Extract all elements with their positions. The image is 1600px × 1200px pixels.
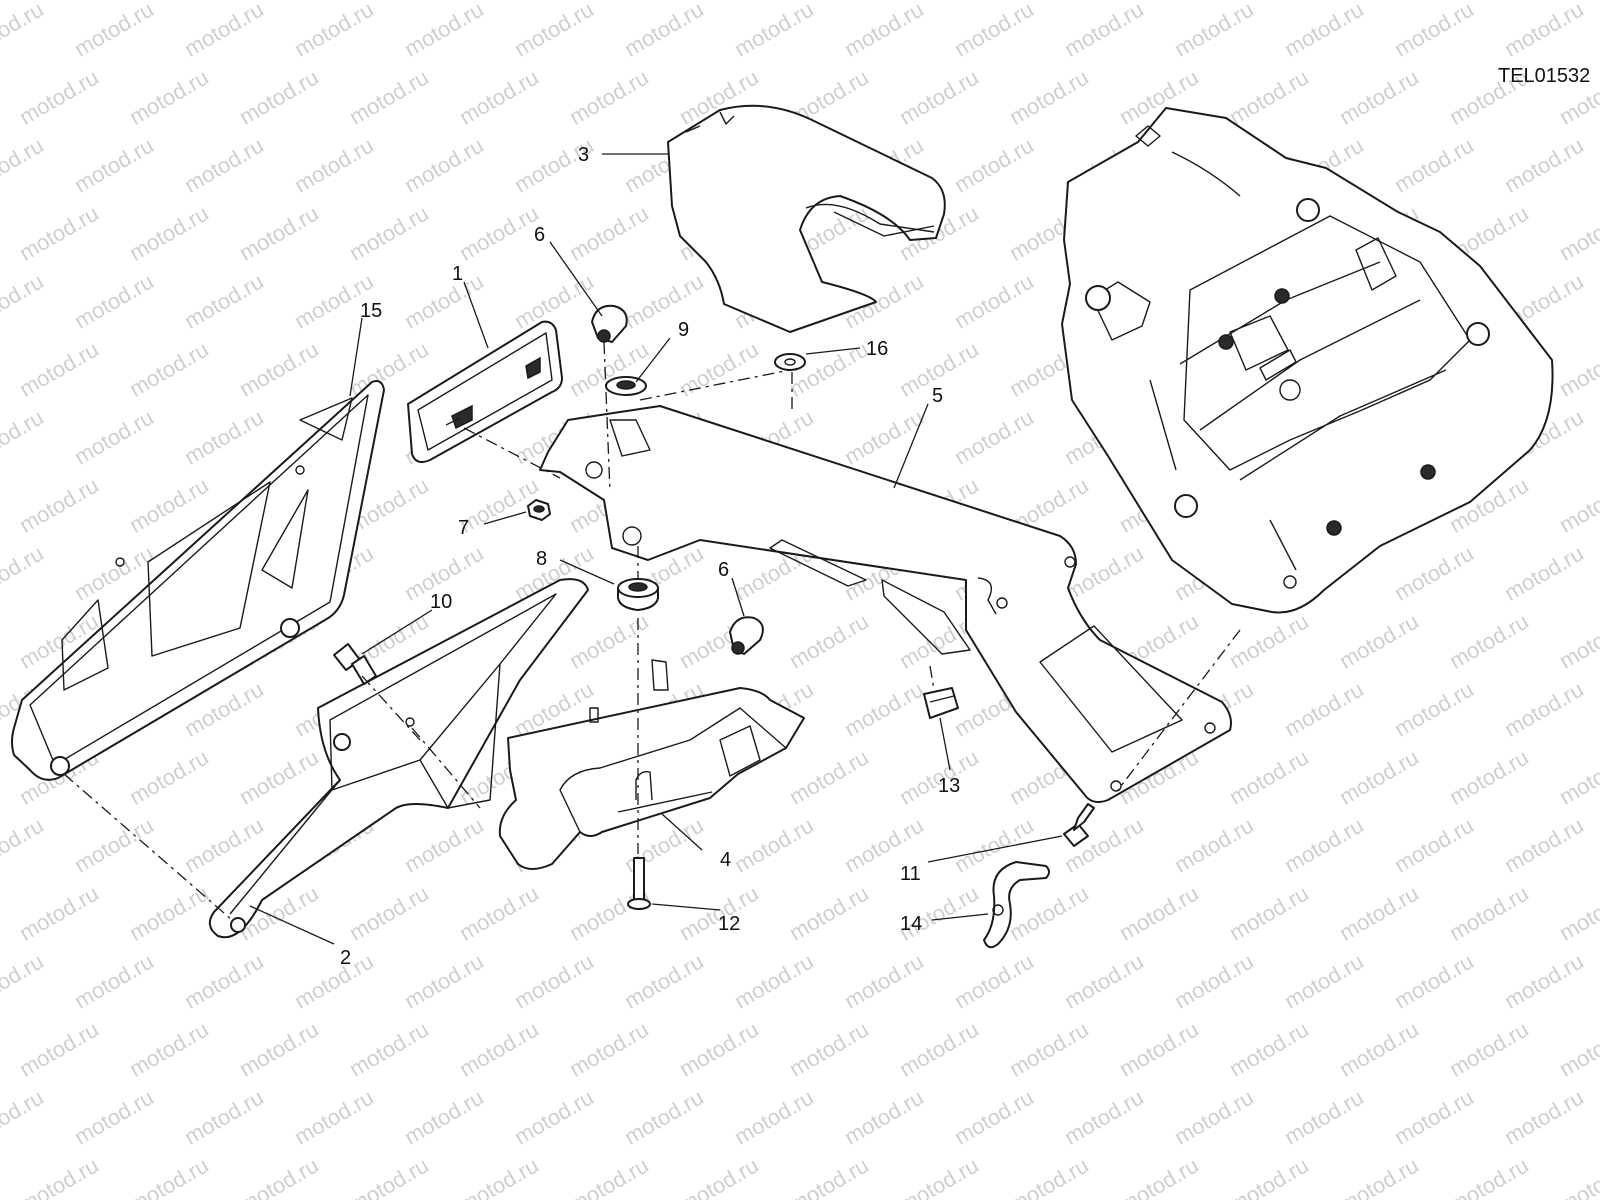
callout-9: 9 [678, 319, 689, 341]
callout-10: 10 [430, 591, 452, 613]
callout-1: 1 [452, 263, 463, 285]
part-11-screw [1063, 803, 1095, 847]
part-6-clip-nut-upper [591, 304, 628, 343]
callout-16: 16 [866, 338, 888, 360]
part-7-nut [527, 499, 551, 521]
part-15-plate-holder [11, 380, 385, 781]
leader-lines [249, 153, 1063, 945]
callout-7: 7 [458, 517, 469, 539]
part-12-screw [627, 857, 651, 910]
callout-5: 5 [932, 385, 943, 407]
part-14-cable-clamp [983, 861, 1050, 949]
assembly-lines [63, 341, 1241, 921]
callout-12: 12 [718, 913, 740, 935]
callout-6-lower: 6 [718, 559, 729, 581]
part-8-rubber-bush [617, 578, 659, 611]
callout-2: 2 [340, 947, 351, 969]
rear-frame-subassembly [1061, 107, 1554, 614]
callout-3: 3 [578, 144, 589, 166]
part-9-grommet [605, 376, 647, 396]
callout-13: 13 [938, 775, 960, 797]
part-2-plate-support-arm [208, 578, 589, 939]
drawing-code: TEL01532 [1498, 65, 1590, 87]
part-13-connector-clip [923, 687, 959, 719]
part-6-clip-nut-lower [729, 616, 764, 655]
callout-8: 8 [536, 548, 547, 570]
callout-6-upper: 6 [534, 224, 545, 246]
callout-15: 15 [360, 300, 382, 322]
part-16-washer [774, 353, 806, 371]
part-3-upper-cover [667, 104, 946, 333]
part-4-lower-tray [498, 659, 805, 870]
callout-11: 11 [900, 863, 921, 885]
callout-4: 4 [720, 849, 731, 871]
part-5-main-bracket [539, 405, 1232, 803]
part-1-reflector [407, 320, 563, 463]
callout-14: 14 [900, 913, 922, 935]
callout-labels: 3 1 6 9 16 15 5 7 8 6 10 4 12 13 11 14 2 [340, 144, 960, 969]
part-10-screw [333, 643, 377, 685]
